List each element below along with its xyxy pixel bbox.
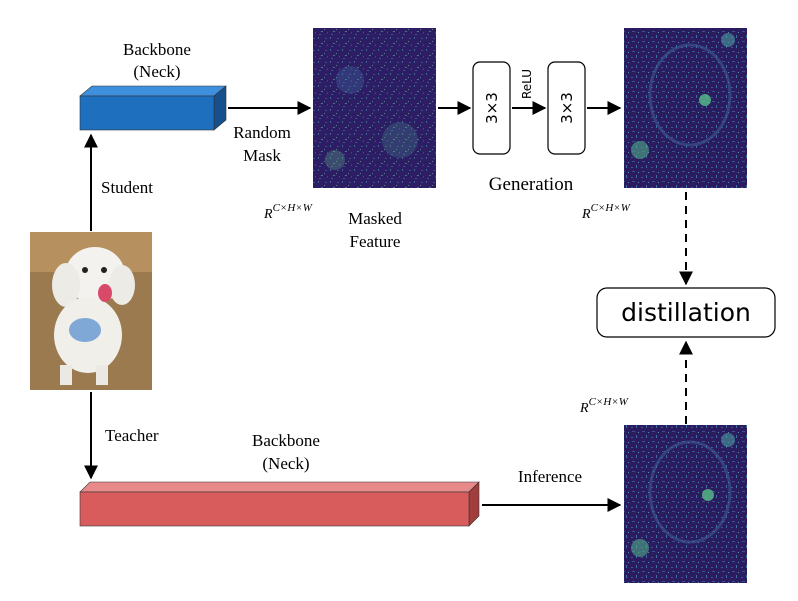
masked-feature-label-line1: Masked [348, 209, 402, 228]
teacher-backbone-block [79, 481, 480, 527]
student-backbone-label-line2: (Neck) [133, 62, 180, 81]
random-mask-label-line1: Random [233, 123, 291, 142]
dim-base: R [581, 207, 591, 222]
teacher-feature-map [624, 425, 747, 583]
student-block-top [79, 85, 227, 97]
student-backbone-label-line1: Backbone [123, 40, 191, 59]
relu-label: ReLU [520, 69, 534, 99]
dim-sup: C×H×W [591, 202, 631, 214]
student-backbone-block [79, 85, 227, 131]
teacher-block-top [79, 481, 480, 493]
generation-label: Generation [489, 174, 574, 195]
inference-label: Inference [518, 467, 582, 486]
conv2-label: 3×3 [558, 92, 576, 124]
teacher-backbone-label-line2: (Neck) [262, 454, 309, 473]
teacher-block-front [79, 491, 470, 527]
distillation-box [596, 287, 776, 338]
input-dog-photo [30, 232, 152, 390]
teacher-label: Teacher [105, 426, 159, 445]
student-block-front [79, 95, 215, 131]
distillation-label: distillation [621, 298, 751, 327]
conv2-box [547, 61, 586, 155]
masked-feature-label-line2: Feature [350, 232, 401, 251]
teacher-feature-dim: RC×H×W [579, 396, 629, 416]
generated-feature-dim: RC×H×W [581, 202, 631, 222]
teacher-backbone-label-line1: Backbone [252, 431, 320, 450]
dim-sup: C×H×W [273, 202, 313, 214]
masked-feature-map [313, 28, 436, 188]
dim-base: R [263, 207, 273, 222]
student-label: Student [101, 178, 153, 197]
dim-base: R [579, 401, 589, 416]
masked-feature-dim: RC×H×W [263, 202, 313, 222]
conv1-label: 3×3 [483, 92, 501, 124]
generated-feature-map [624, 28, 747, 188]
conv1-box [472, 61, 511, 155]
dim-sup: C×H×W [589, 396, 629, 408]
random-mask-label-line2: Mask [243, 146, 281, 165]
